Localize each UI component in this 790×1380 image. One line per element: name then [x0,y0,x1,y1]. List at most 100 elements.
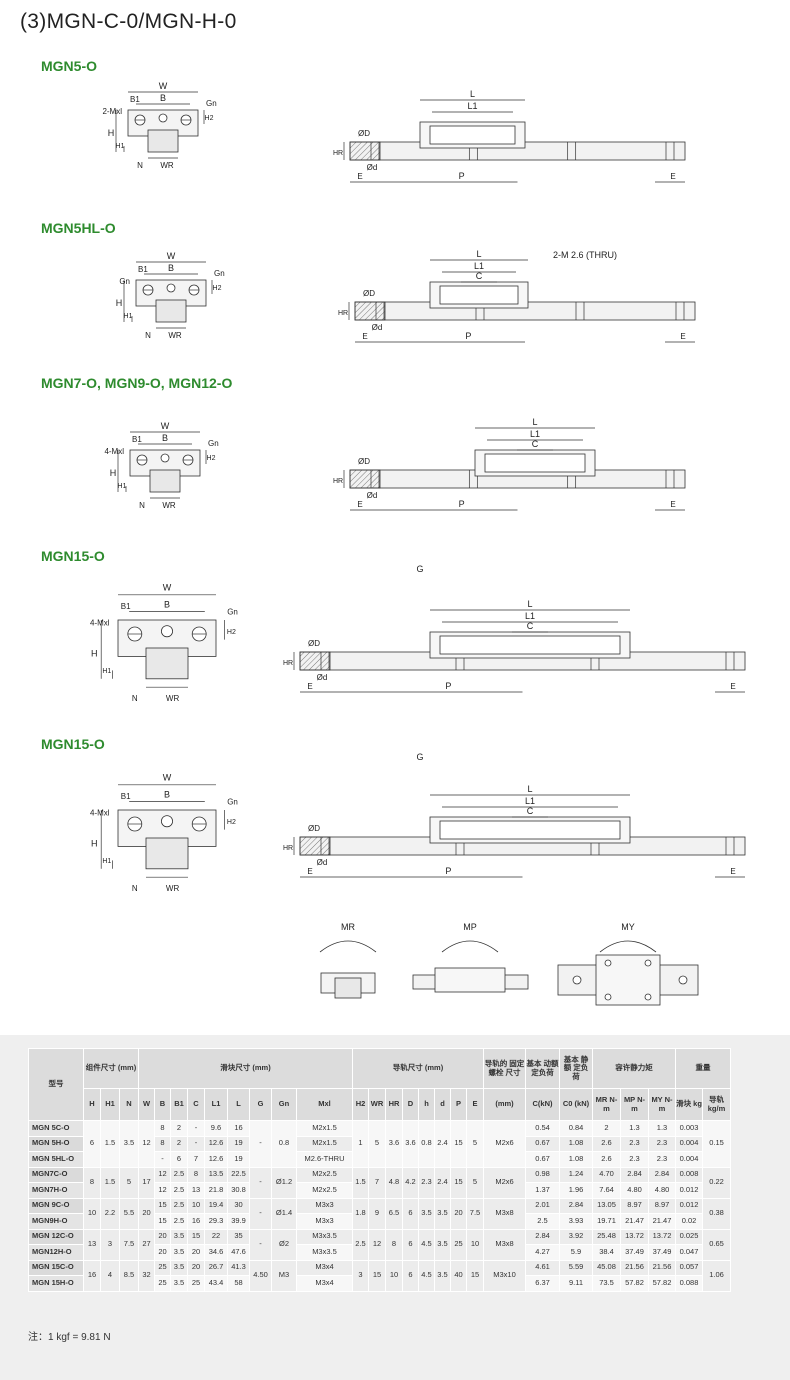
cell-MY: 57.82 [648,1275,676,1292]
cell-C: 25 [187,1275,205,1292]
subhdr-25: MY N-m [648,1088,676,1121]
cell-WR: 15 [368,1259,386,1292]
cell-HR: 4.8 [385,1166,403,1199]
cell-H2: 3 [352,1259,369,1292]
cell-Cd: 0.67 [525,1135,560,1152]
dim-label-Gn: Gn [208,439,219,448]
cell-H1: 1.5 [100,1166,120,1199]
cell-L1: 26.7 [204,1259,228,1276]
cell-H2: 1.5 [352,1166,369,1199]
cell-Gn: M3 [271,1259,297,1292]
dim-label-WR: WR [160,161,174,170]
drawing-circle [158,113,168,123]
cell-MP: 2.84 [620,1166,649,1183]
cell-wb: 0.004 [675,1151,703,1168]
cell-C: 7 [187,1151,205,1168]
hdr-moment: 容许静力矩 [592,1048,676,1089]
cell-C0: 5.59 [559,1259,593,1276]
drawing-circle [160,453,170,463]
dim-label-H1: H1 [102,668,111,675]
dim-label-B1: B1 [130,95,140,104]
cell-model: MGN 9C-O [28,1197,84,1214]
cell-W: 20 [138,1197,155,1230]
moment-label-mr: MR [341,922,355,932]
dim-label-H: H [108,128,115,138]
dim-label-H1: H1 [118,483,127,490]
rail-section-hatch [349,141,381,161]
subhdr-15: D [402,1088,419,1121]
cell-model: MGN12H-O [28,1244,84,1261]
cell-Cd: 0.54 [525,1120,560,1137]
section-label-mgn5hl: MGN5HL-O [41,220,116,236]
cell-B: 8 [154,1120,171,1137]
cell-L: 35 [227,1228,250,1245]
dim-label-H2: H2 [227,819,236,826]
cell-MR: 13.05 [592,1197,621,1214]
cell-E: 5 [466,1166,484,1199]
subhdr-12: H2 [352,1088,369,1121]
cell-model: MGN7C-O [28,1166,84,1183]
moment-arc [599,940,657,953]
cell-H1: 4 [100,1259,120,1292]
subhdr-1: H1 [100,1088,120,1121]
cell-B: 25 [154,1275,171,1292]
dim-label-L1: L1 [474,261,484,271]
dim-label-B1: B1 [132,435,142,444]
dim-label-W: W [163,773,172,783]
cell-C0: 9.11 [559,1275,593,1292]
dim-label-HR: HR [283,660,293,667]
dim-label-E: E [307,682,312,691]
drawing-circle [572,975,582,985]
cell-model: MGN 5H-O [28,1135,84,1152]
cell-L: 41.3 [227,1259,250,1276]
cell-B1: 2 [170,1120,188,1137]
dim-label-B: B [164,789,170,799]
cell-C: 10 [187,1197,205,1214]
cell-C: - [187,1135,205,1152]
cell-G: 4.50 [249,1259,272,1292]
cell-P: 15 [450,1166,467,1199]
cell-MY: 21.56 [648,1259,676,1276]
cell-L: 30 [227,1197,250,1214]
cell-MP: 8.97 [620,1197,649,1214]
cell-bolt: M2x6 [483,1120,526,1168]
cell-wb: 0.02 [675,1213,703,1230]
cell-MR: 19.71 [592,1213,621,1230]
dim-label-H1: H1 [102,858,111,865]
subhdr-6: C [187,1088,205,1121]
cell-bolt: M3x10 [483,1259,526,1292]
dim-label-C: C [532,439,539,449]
cell-wb: 0.003 [675,1120,703,1137]
dim-label-W: W [161,421,170,431]
cell-N: 8.5 [119,1259,139,1292]
dim-label-W: W [167,251,176,261]
dim-label-HR: HR [338,310,348,317]
cell-D: 4.2 [402,1166,419,1199]
cell-H2: 1 [352,1120,369,1168]
cell-Gn: Ø1.2 [271,1166,297,1199]
subhdr-11: Mxl [296,1088,353,1121]
subhdr-22: C0 (kN) [559,1088,593,1121]
cell-N: 7.5 [119,1228,139,1261]
dim-label-H2: H2 [207,455,216,462]
cell-WR: 12 [368,1228,386,1261]
cell-HR: 10 [385,1259,403,1292]
cell-Mxl: M2.6-THRU [296,1151,353,1168]
drawing-rect [439,635,621,655]
cell-B: 15 [154,1197,171,1214]
subhdr-2: N [119,1088,139,1121]
cell-B1: 2.5 [170,1182,188,1199]
dim-label-B: B [162,433,168,443]
section-label-mgn15: MGN15-O [41,548,105,564]
dim-label-phiD: ØD [308,824,320,833]
moment-arc [319,940,377,953]
section-label-mgn5: MGN5-O [41,58,97,74]
dim-label-G: G [416,752,423,762]
dim-label-E: E [362,332,367,341]
cell-model: MGN 12C-O [28,1228,84,1245]
moment-arc [441,940,499,953]
cell-B: 20 [154,1228,171,1245]
dim-label-B1: B1 [121,602,131,611]
